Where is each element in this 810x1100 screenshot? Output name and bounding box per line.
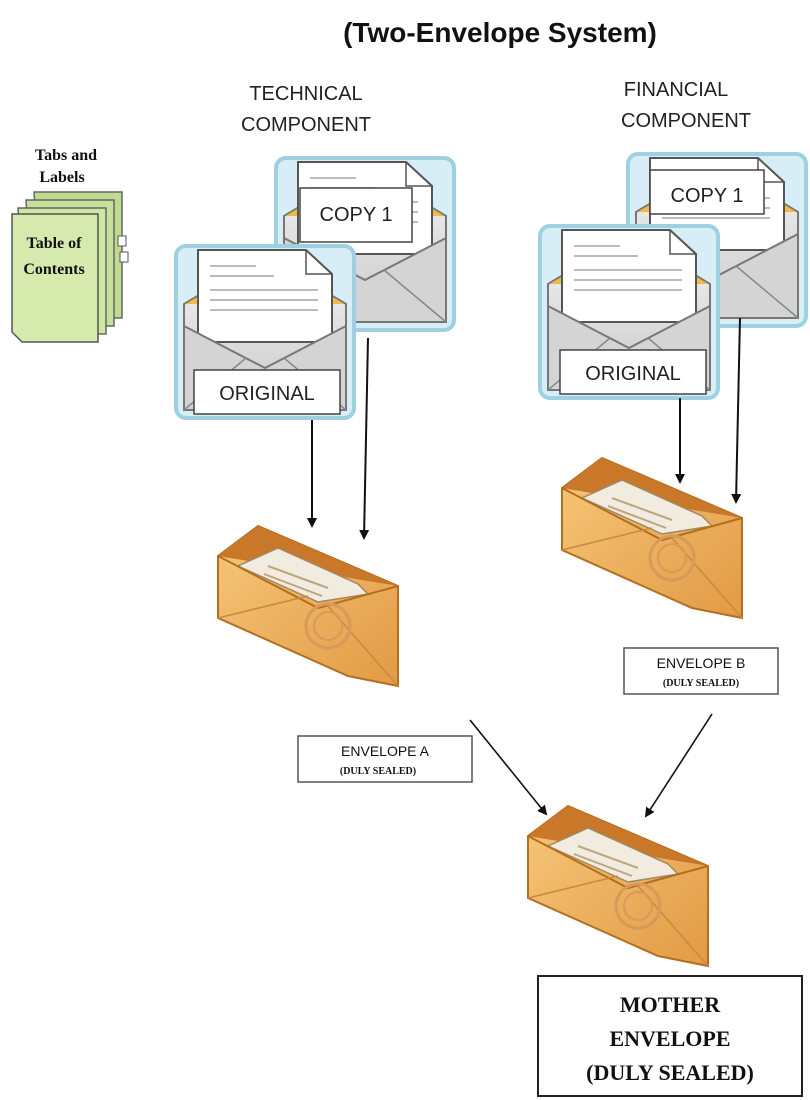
envelope-b-icon — [560, 456, 744, 620]
tabs-label-line2: Labels — [39, 169, 84, 186]
tabs-label-line1: Tabs and — [35, 147, 97, 164]
financial-copy-envelope: COPY 1 — [626, 152, 808, 328]
technical-heading-line1: TECHNICAL — [249, 83, 362, 105]
diagram-title: (Two-Envelope System) — [343, 17, 657, 48]
envelope-a-name: ENVELOPE A — [341, 743, 430, 759]
arrow-envelope-b-to-mother — [644, 713, 713, 818]
arrow-technical-copy — [359, 337, 370, 540]
financial-copy-label: COPY 1 — [671, 185, 744, 207]
envelope-a-status: (DULY SEALED) — [340, 766, 416, 777]
mother-line3: (DULY SEALED) — [586, 1060, 754, 1085]
envelope-b-name: ENVELOPE B — [657, 655, 746, 671]
envelope-b-status: (DULY SEALED) — [663, 678, 739, 689]
mother-envelope-icon — [526, 804, 710, 968]
envelope-a-icon — [216, 524, 400, 688]
mother-envelope-label-box: MOTHER ENVELOPE (DULY SEALED) — [537, 975, 803, 1097]
arrow-envelope-a-to-mother — [469, 719, 548, 816]
mother-line1: MOTHER — [620, 992, 721, 1017]
financial-original-label: ORIGINAL — [585, 363, 681, 385]
technical-heading-line2: COMPONENT — [241, 114, 371, 136]
tabs-labels-stack: Tabs and Labels Table of Contents — [11, 147, 129, 343]
financial-heading-line1: FINANCIAL — [624, 79, 728, 101]
technical-copy-label: COPY 1 — [320, 204, 393, 226]
arrow-financial-copy — [731, 317, 742, 504]
envelope-a-label-box: ENVELOPE A (DULY SEALED) — [297, 735, 473, 783]
envelope-b-label-box: ENVELOPE B (DULY SEALED) — [623, 647, 779, 695]
technical-original-envelope: ORIGINAL — [174, 244, 356, 420]
toc-label-line1: Table of — [27, 235, 83, 252]
technical-original-label: ORIGINAL — [219, 383, 315, 405]
mother-line2: ENVELOPE — [609, 1026, 730, 1051]
technical-copy-envelope: COPY 1 — [274, 156, 456, 332]
financial-original-envelope: ORIGINAL — [538, 224, 720, 400]
financial-heading-line2: COMPONENT — [621, 110, 751, 132]
toc-label-line2: Contents — [23, 261, 84, 278]
